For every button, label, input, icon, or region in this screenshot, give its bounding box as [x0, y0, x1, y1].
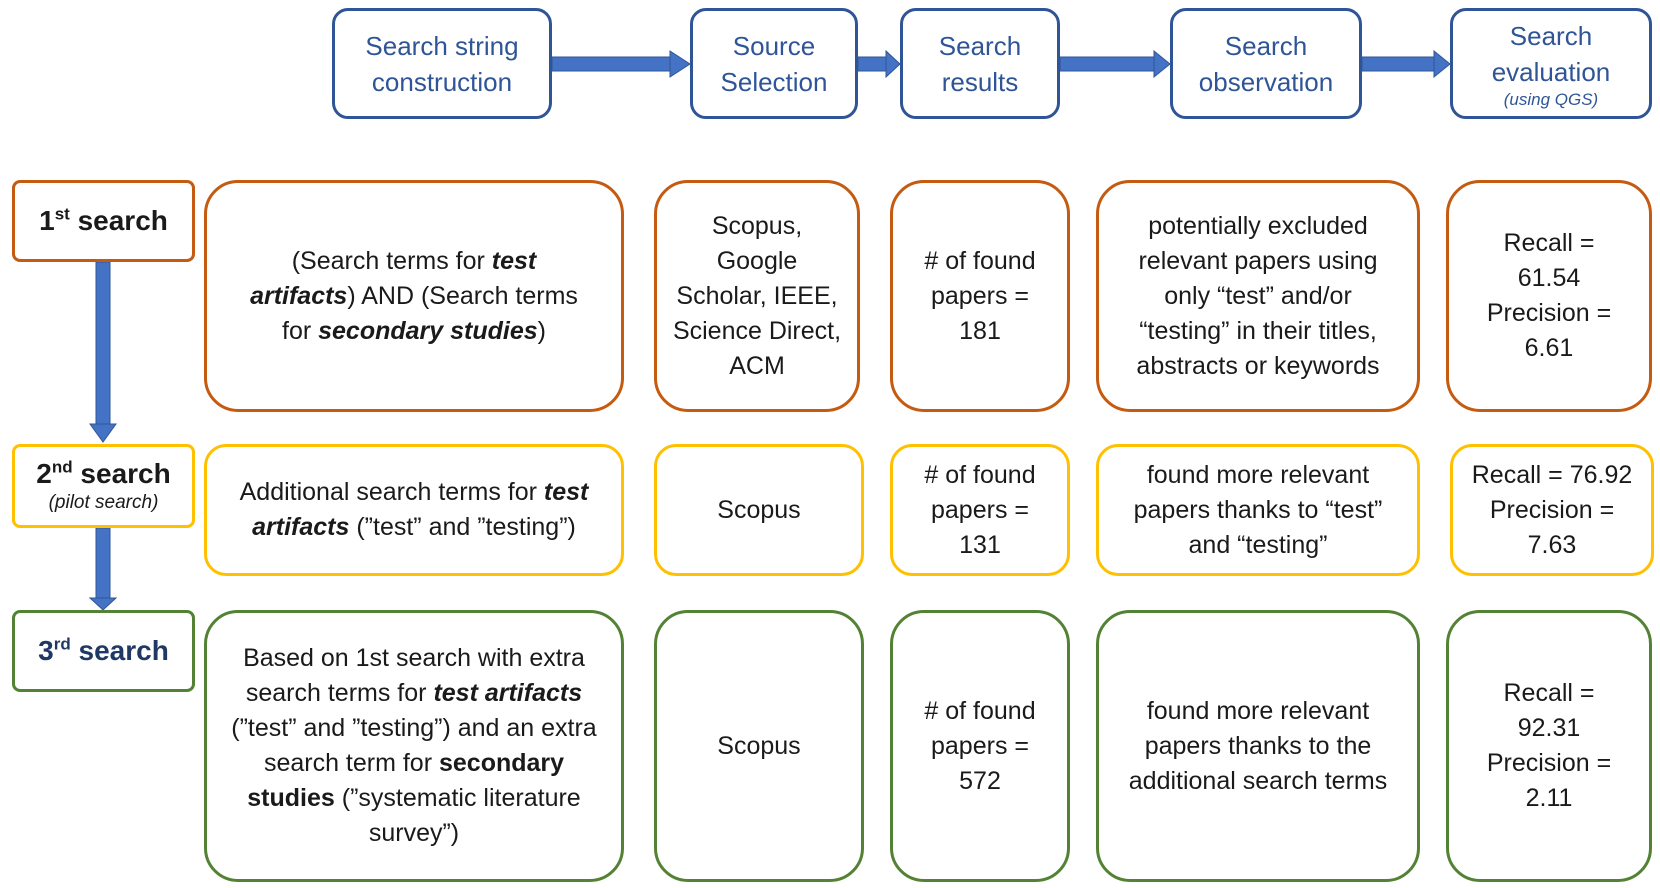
source-text: Scopus: [717, 495, 801, 524]
results-text: # of found papers = 131: [924, 460, 1036, 559]
header-arrow-3: [1059, 49, 1171, 79]
string-emph: secondary studies: [247, 749, 565, 812]
results-text: # of found papers = 572: [924, 696, 1036, 795]
row-label-suffix: st: [54, 204, 70, 224]
row3-observation: found more relevant papers thanks to the…: [1096, 610, 1420, 882]
observation-text: potentially excluded relevant papers usi…: [1136, 211, 1380, 380]
observation-text: found more relevant papers thanks to the…: [1128, 696, 1388, 795]
string-text: (”test” and ”testing”): [349, 513, 576, 541]
row3-results: # of found papers = 572: [890, 610, 1070, 882]
row-arrow-1-to-2: [89, 261, 117, 443]
row-label-suffix: nd: [51, 457, 73, 477]
step-label-line1: Search: [1224, 30, 1308, 61]
step-label-line2: Selection: [720, 66, 828, 97]
header-arrow-1: [551, 50, 691, 78]
step-label-line2: evaluation: [1491, 56, 1611, 87]
row-label-2nd-search: 2nd search (pilot search): [12, 444, 195, 528]
step-label-line2: observation: [1198, 66, 1334, 97]
recall-text: Recall = 92.31: [1503, 679, 1595, 742]
row-label-note: (pilot search): [48, 492, 159, 513]
step-label-line2: construction: [371, 66, 513, 97]
row-label-word: search: [70, 635, 169, 666]
step-label-line1: Search: [938, 30, 1022, 61]
row3-evaluation: Recall = 92.31 Precision = 2.11: [1446, 610, 1652, 882]
row-label-num: 2: [36, 458, 52, 489]
row-label-word: search: [72, 458, 171, 489]
step-label-line1: Search: [1509, 20, 1593, 51]
string-text: (Search terms for: [291, 246, 492, 275]
string-text: Additional search terms for: [239, 478, 544, 506]
row1-observation: potentially excluded relevant papers usi…: [1096, 180, 1420, 412]
string-text: (”systematic literature survey”): [334, 784, 581, 847]
string-text: ): [537, 316, 546, 345]
string-emph: test artifacts: [250, 246, 537, 310]
source-text: Scopus, Google Scholar, IEEE, Science Di…: [672, 211, 842, 380]
row-label-1st-search: 1st search: [12, 180, 195, 262]
string-text: (”test” and ”testing”) and an extra sear…: [231, 714, 597, 777]
recall-text: Recall = 61.54: [1503, 229, 1595, 292]
precision-text: Precision = 6.61: [1486, 299, 1612, 362]
observation-text: found more relevant papers thanks to “te…: [1133, 460, 1383, 559]
step-label-line1: Search string: [365, 30, 519, 61]
row-label-3rd-search: 3rd search: [12, 610, 195, 692]
row2-search-string: Additional search terms for test artifac…: [204, 444, 624, 576]
step-search-string-construction: Search string construction: [332, 8, 552, 119]
row1-evaluation: Recall = 61.54 Precision = 6.61: [1446, 180, 1652, 412]
row2-results: # of found papers = 131: [890, 444, 1070, 576]
row2-observation: found more relevant papers thanks to “te…: [1096, 444, 1420, 576]
row1-source: Scopus, Google Scholar, IEEE, Science Di…: [654, 180, 860, 412]
row-arrow-2-to-3: [88, 527, 118, 611]
row-label-word: search: [69, 205, 168, 236]
row2-source: Scopus: [654, 444, 864, 576]
string-text: Based on 1st search with extra search te…: [243, 644, 585, 707]
string-emph: secondary studies: [318, 316, 538, 345]
string-emph: test artifacts: [252, 478, 589, 541]
step-label-line1: Source: [732, 30, 816, 61]
row-label-suffix: rd: [53, 634, 71, 654]
string-emph: test artifacts: [433, 679, 583, 707]
row-label-num: 3: [38, 635, 54, 666]
source-text: Scopus: [717, 731, 801, 760]
header-arrow-4: [1361, 49, 1451, 79]
step-source-selection: Source Selection: [690, 8, 858, 119]
string-text: ) AND (Search terms for: [282, 281, 578, 345]
row1-search-string: (Search terms for test artifacts) AND (S…: [204, 180, 624, 412]
results-text: # of found papers = 181: [924, 246, 1036, 345]
row2-evaluation: Recall = 76.92 Precision = 7.63: [1450, 444, 1654, 576]
step-note: (using QGS): [1503, 89, 1599, 109]
step-label-line2: results: [941, 66, 1019, 97]
precision-text: Precision = 2.11: [1486, 749, 1612, 812]
row3-search-string: Based on 1st search with extra search te…: [204, 610, 624, 882]
step-search-results: Search results: [900, 8, 1060, 119]
precision-text: Precision = 7.63: [1489, 495, 1615, 559]
row3-source: Scopus: [654, 610, 864, 882]
step-search-observation: Search observation: [1170, 8, 1362, 119]
header-arrow-2: [857, 49, 901, 79]
row1-results: # of found papers = 181: [890, 180, 1070, 412]
step-search-evaluation: Search evaluation (using QGS): [1450, 8, 1652, 119]
row-label-num: 1: [39, 205, 55, 236]
recall-text: Recall = 76.92: [1471, 460, 1633, 489]
